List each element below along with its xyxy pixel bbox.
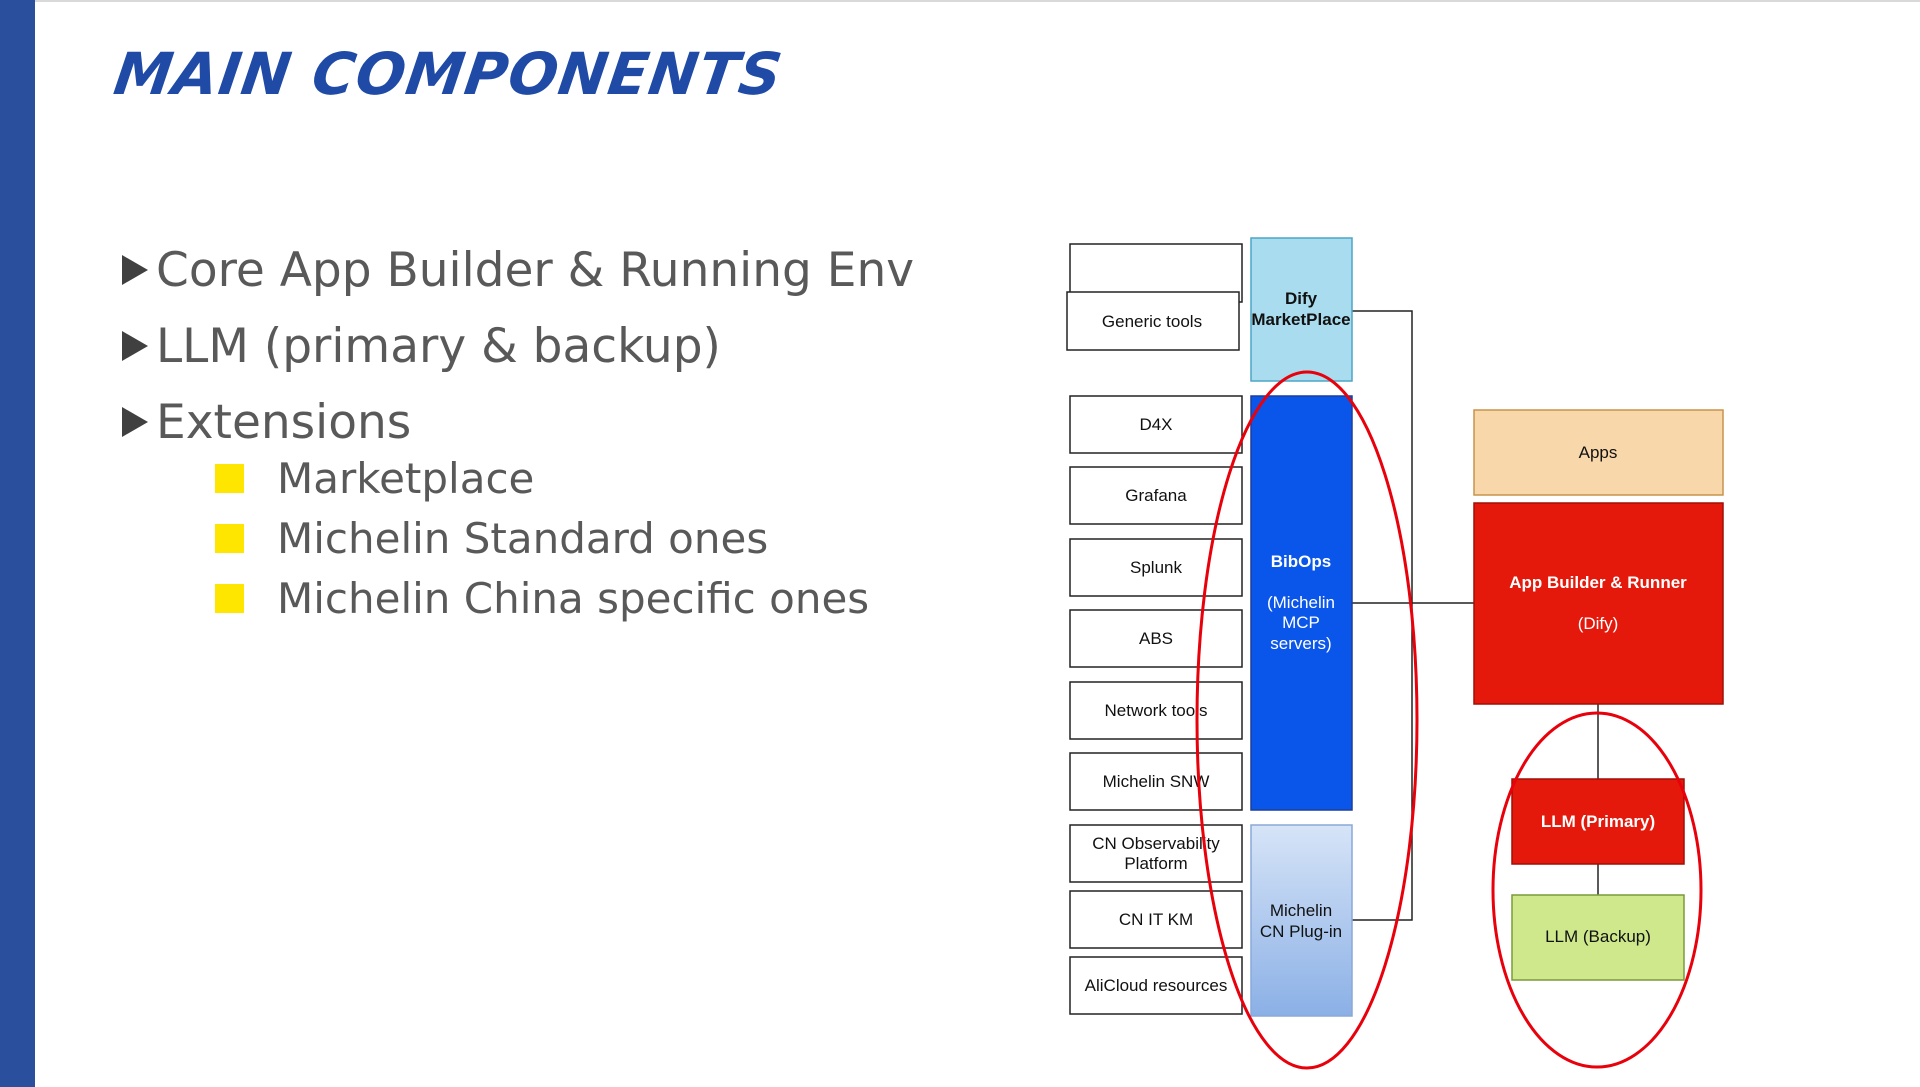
cn-it-km-box	[1069, 890, 1243, 949]
bullet-text: Extensions	[156, 394, 412, 450]
annotation-circle-extensions	[1195, 370, 1419, 1070]
splunk-label: Splunk	[1130, 558, 1182, 577]
cn-observability-label-2: Platform	[1124, 854, 1187, 873]
tool-labels: Generic tools D4X Grafana Splunk ABS Net…	[1085, 312, 1228, 995]
cn-plugin-label-1: Michelin	[1270, 901, 1332, 920]
llm-primary-box	[1511, 778, 1685, 865]
dify-marketplace-box	[1250, 237, 1353, 382]
triangle-bullet-icon	[122, 255, 148, 285]
square-bullet-icon	[215, 583, 244, 613]
alicloud-box	[1069, 956, 1243, 1015]
abs-box	[1069, 609, 1243, 668]
d4x-label: D4X	[1139, 415, 1172, 434]
sub-bullet-item: Marketplace	[215, 448, 869, 508]
llm-backup-label: LLM (Backup)	[1545, 927, 1651, 946]
sub-bullet-list: Marketplace Michelin Standard ones Miche…	[215, 448, 869, 628]
generic-tools-box	[1066, 291, 1240, 351]
apps-label: Apps	[1579, 443, 1618, 462]
sub-bullet-text: Michelin China specific ones	[277, 573, 870, 623]
left-accent-bar	[0, 0, 35, 1087]
splunk-box	[1069, 538, 1243, 597]
dify-marketplace-label-1: Dify	[1285, 289, 1318, 308]
annotation-circle-llm	[1491, 711, 1703, 1069]
bullet-item: LLM (primary & backup)	[122, 308, 914, 384]
sub-bullet-item: Michelin China specific ones	[215, 568, 869, 628]
llm-backup-box	[1511, 894, 1685, 981]
app-builder-box	[1473, 502, 1724, 705]
bullet-text: LLM (primary & backup)	[156, 318, 721, 374]
bullet-list: Core App Builder & Running Env LLM (prim…	[122, 232, 914, 460]
sub-bullet-text: Michelin Standard ones	[277, 513, 769, 563]
apps-box	[1473, 409, 1724, 496]
square-bullet-icon	[215, 463, 244, 493]
generic-tools-label: Generic tools	[1102, 312, 1202, 331]
cn-plugin-label-2: CN Plug-in	[1260, 922, 1342, 941]
bibops-box	[1250, 395, 1353, 811]
slide-title: MAIN COMPONENTS	[110, 40, 787, 108]
cn-observability-label-1: CN Observability	[1092, 834, 1220, 853]
cn-plugin-box	[1250, 824, 1353, 1017]
bullet-item: Extensions	[122, 384, 914, 460]
app-builder-title: App Builder & Runner	[1509, 573, 1687, 592]
bibops-desc-1: (Michelin	[1267, 593, 1335, 612]
bullet-item: Core App Builder & Running Env	[122, 232, 914, 308]
grafana-box	[1069, 466, 1243, 525]
alicloud-label: AliCloud resources	[1085, 976, 1228, 995]
dify-marketplace-label-2: MarketPlace	[1251, 310, 1350, 329]
triangle-bullet-icon	[122, 407, 148, 437]
grafana-label: Grafana	[1125, 486, 1187, 505]
connector-marketplace	[1352, 310, 1413, 921]
bibops-desc-3: servers)	[1270, 634, 1331, 653]
sub-bullet-item: Michelin Standard ones	[215, 508, 869, 568]
abs-label: ABS	[1139, 629, 1173, 648]
sub-bullet-text: Marketplace	[277, 453, 535, 503]
top-border	[0, 0, 1920, 2]
network-tools-box	[1069, 681, 1243, 740]
bibops-title: BibOps	[1271, 552, 1331, 571]
michelin-snw-box	[1069, 752, 1243, 811]
bibops-desc-2: MCP	[1282, 613, 1320, 632]
network-tools-label: Network tools	[1105, 701, 1208, 720]
connector-lines	[1352, 310, 1599, 921]
cn-observability-box	[1069, 824, 1243, 883]
cn-it-km-label: CN IT KM	[1119, 910, 1193, 929]
michelin-snw-label: Michelin SNW	[1103, 772, 1210, 791]
app-builder-subtitle: (Dify)	[1578, 614, 1619, 633]
triangle-bullet-icon	[122, 331, 148, 361]
square-bullet-icon	[215, 523, 244, 553]
d4x-box	[1069, 395, 1243, 454]
tool-boxes	[1066, 243, 1243, 1015]
blank-tool-box	[1069, 243, 1243, 303]
llm-primary-label: LLM (Primary)	[1541, 812, 1655, 831]
bullet-text: Core App Builder & Running Env	[156, 242, 915, 298]
